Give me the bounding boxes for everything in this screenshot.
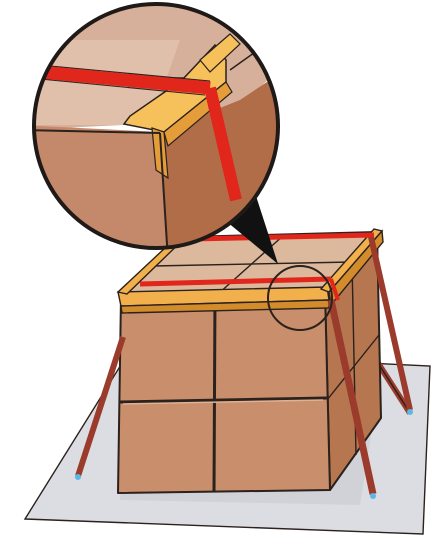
box-front-seam-v	[214, 294, 215, 492]
anchor-point-icon	[75, 474, 81, 480]
box-front-face	[118, 291, 330, 493]
anchor-point-icon	[370, 493, 376, 499]
anchor-point-icon	[407, 409, 413, 415]
